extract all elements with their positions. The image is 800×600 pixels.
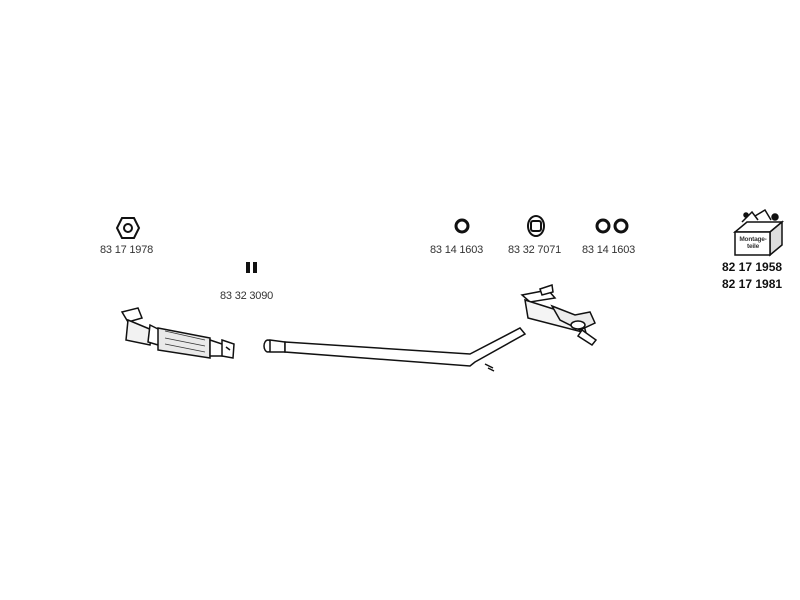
hanger-part-number: 83 32 7071 [508,244,562,256]
middle-pipe [263,327,527,372]
rubber-hanger-icon [527,215,545,237]
kit-box-label-line-1: Montage- [739,236,767,243]
rubber-ring-pair-icon [595,218,629,234]
catalytic-converter-front-pipe [120,307,235,359]
rear-silencer [520,284,598,346]
kit-number-1: 82 17 1958 [722,260,783,274]
ring-part-number: 83 14 1603 [430,244,484,256]
kit-number-2: 82 17 1981 [722,277,783,291]
kit-box-label-line-2: teile [746,243,759,250]
clamp-part-number: 83 32 3090 [220,290,274,302]
gasket-part-number: 83 17 1978 [100,244,154,256]
triangular-gasket-icon [115,217,141,239]
kit-box-label: Montage- teile [738,236,768,250]
mounting-kit-box-icon [732,208,785,257]
clamp-pair-icon [246,262,257,273]
ring-pair-part-number: 83 14 1603 [582,244,636,256]
rubber-ring-icon [454,218,470,234]
